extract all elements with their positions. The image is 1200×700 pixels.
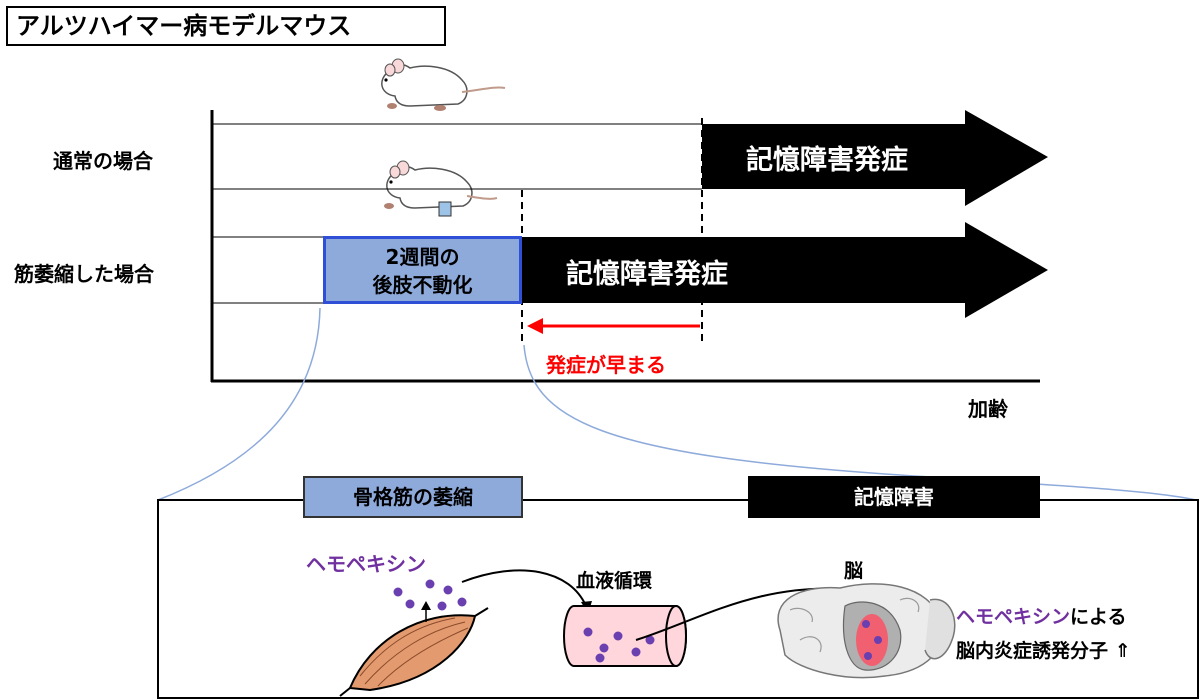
onset-label-atrophy: 記憶障害発症 <box>566 259 728 290</box>
muscle-icon <box>339 607 489 697</box>
immobilization-box: 2週間の 後肢不動化 <box>323 236 522 304</box>
row-label-atrophy: 筋萎縮した場合 <box>14 262 154 286</box>
result-line2: 脳内炎症誘発分子 ⇑ <box>956 640 1131 662</box>
mouse-normal-icon <box>381 58 506 111</box>
brain-label: 脳 <box>844 560 864 582</box>
memory-header: 記憶障害 <box>748 476 1040 518</box>
hemopexin-molecules <box>393 579 467 611</box>
immobilization-line2: 後肢不動化 <box>372 273 473 297</box>
result-hemopexin: ヘモペキシン <box>956 606 1071 628</box>
atrophy-header: 骨格筋の萎縮 <box>303 476 523 518</box>
onset-arrow-atrophy <box>522 222 1048 318</box>
result-rest: による <box>1070 606 1127 628</box>
early-onset-label: 発症が早まる <box>546 353 666 377</box>
onset-label-normal: 記憶障害発症 <box>746 145 908 176</box>
onset-arrow-normal <box>702 110 1048 206</box>
blood-circulation-label: 血液循環 <box>576 570 653 592</box>
immobilization-line1: 2週間の <box>385 245 460 269</box>
page-title: アルツハイマー病モデルマウス <box>6 6 446 46</box>
early-onset-arrow <box>527 318 700 334</box>
mouse-immobilized-icon <box>384 160 498 217</box>
hemopexin-label: ヘモペキシン <box>306 552 426 576</box>
brain-icon <box>777 583 956 679</box>
row-label-normal: 通常の場合 <box>53 149 153 173</box>
x-axis-label: 加齢 <box>968 397 1008 421</box>
result-line1: ヘモペキシンによる <box>956 602 1126 629</box>
blood-vessel-icon <box>563 605 687 667</box>
